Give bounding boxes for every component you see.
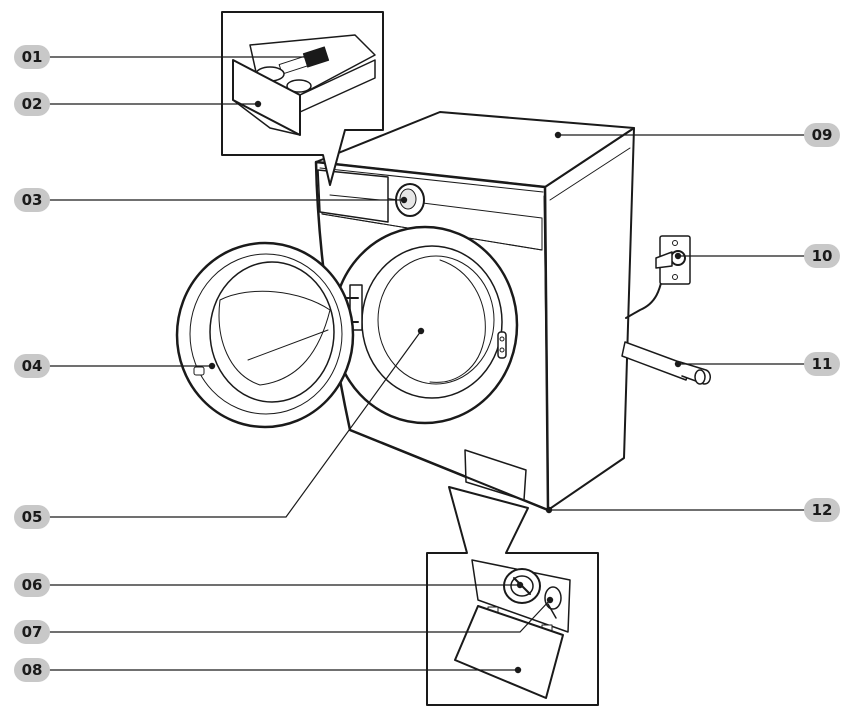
- detergent-drawer-inset: [221, 11, 384, 186]
- callout-label: 02: [22, 95, 43, 113]
- callout-01: 01: [14, 45, 50, 69]
- callout-label: 06: [22, 576, 43, 594]
- callout-12: 12: [804, 498, 840, 522]
- callout-04: 04: [14, 354, 50, 378]
- callout-label: 07: [22, 623, 43, 641]
- callout-07: 07: [14, 620, 50, 644]
- filter-inset: [426, 486, 599, 706]
- washing-machine-illustration: [175, 111, 711, 512]
- machine-side-panel: [544, 127, 635, 511]
- callout-label: 11: [812, 355, 833, 373]
- callout-label: 05: [22, 508, 43, 526]
- callout-label: 12: [812, 501, 833, 519]
- callout-06: 06: [14, 573, 50, 597]
- callout-label: 03: [22, 191, 43, 209]
- callout-label: 04: [22, 357, 43, 375]
- water-tap: [655, 235, 691, 285]
- callout-02: 02: [14, 92, 50, 116]
- leader-lines: [44, 56, 808, 671]
- callout-03: 03: [14, 188, 50, 212]
- callout-label: 10: [812, 247, 833, 265]
- door-opening: [331, 225, 519, 425]
- door-lock: [497, 331, 507, 359]
- callout-09: 09: [804, 123, 840, 147]
- open-door: [175, 241, 355, 429]
- callout-08: 08: [14, 658, 50, 682]
- control-knob: [395, 183, 425, 217]
- leader-dots: [208, 53, 682, 674]
- callout-label: 08: [22, 661, 43, 679]
- drain-hose: [621, 341, 711, 385]
- callout-label: 09: [812, 126, 833, 144]
- detergent-drawer-front: [317, 169, 389, 223]
- callout-11: 11: [804, 352, 840, 376]
- callout-label: 01: [22, 48, 43, 66]
- callout-05: 05: [14, 505, 50, 529]
- callout-10: 10: [804, 244, 840, 268]
